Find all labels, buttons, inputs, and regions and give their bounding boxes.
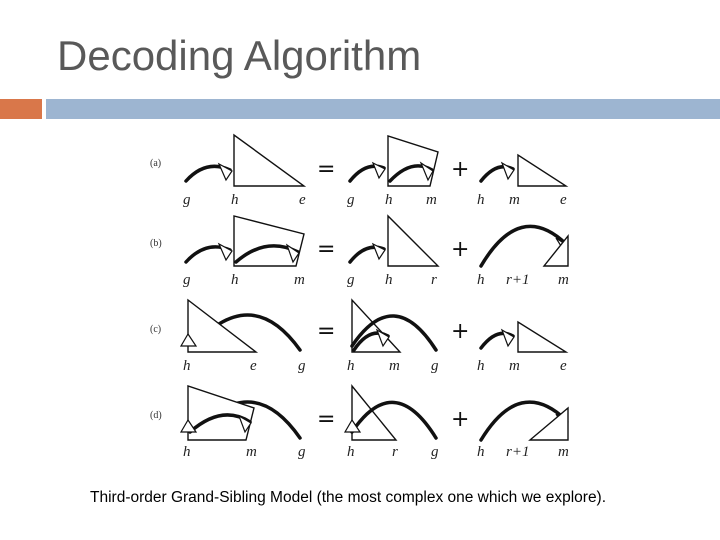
header-band [46,99,720,119]
arrowhead [500,161,515,181]
arc [350,314,438,352]
arc [479,224,568,268]
row-tag: (d) [150,410,162,421]
row-c: (c) h e g = h m g + h m e [150,298,569,374]
arrowhead [375,328,390,348]
node-label: h [477,444,485,460]
triangle-span [528,406,569,441]
node-label: m [558,444,569,460]
node-label: m [294,272,305,288]
node-label: m [558,272,569,288]
node-label: h [477,272,485,288]
node-label: r+1 [506,272,529,288]
arrowhead [343,418,362,433]
node-label: h [231,192,239,208]
trapezoid-span [387,135,439,187]
node-label: e [560,358,567,374]
row-d: (d) h m g = h r g + h r+1 m [150,384,569,460]
trapezoid-span [233,215,305,267]
triangle-span [517,153,569,187]
row-tag: (b) [150,238,162,249]
node-label: g [431,358,439,374]
node-label: m [426,192,437,208]
row-b: (b) g h m = g h r + h r+1 m [150,214,569,288]
node-label: m [509,358,520,374]
triangle-span [233,133,307,187]
arrowhead [371,242,386,261]
node-label: h [385,192,393,208]
node-label: h [385,272,393,288]
plus-sign: + [451,319,469,344]
accent-bar [0,99,42,119]
node-label: g [298,358,306,374]
row-tag: (c) [150,324,161,335]
node-label: g [431,444,439,460]
arrowhead [179,418,198,433]
plus-sign: + [451,237,469,262]
node-label: h [231,272,239,288]
arrowhead [217,162,233,182]
node-label: g [298,444,306,460]
node-label: r [392,444,398,460]
equals-sign: = [317,407,335,432]
figure-caption: Third-order Grand-Sibling Model (the mos… [90,489,607,506]
node-label: m [509,192,520,208]
grand-sibling-diagram: (a) g h e = g h m + h m e (b) g h [150,133,569,460]
plus-sign: + [451,407,469,432]
arrowhead [217,242,233,262]
triangle-span [542,234,569,267]
arrowhead [179,332,198,347]
node-label: e [560,192,567,208]
node-label: m [246,444,257,460]
arrowhead [371,161,386,180]
node-label: r+1 [506,444,529,460]
node-label: h [183,358,191,374]
equals-sign: = [317,237,335,262]
node-label: h [477,358,485,374]
arc [350,400,438,440]
row-a: (a) g h e = g h m + h m e [150,133,569,208]
arrowhead [237,414,252,434]
arrowhead [285,243,300,264]
node-label: g [183,192,191,208]
node-label: h [183,444,191,460]
triangle-span [517,320,569,353]
triangle-span [387,214,440,267]
triangle-span [351,384,398,441]
equals-sign: = [317,319,335,344]
node-label: e [250,358,257,374]
triangle-span [187,298,259,353]
node-label: e [299,192,306,208]
row-tag: (a) [150,158,161,169]
node-label: r [431,272,437,288]
slide-title: Decoding Algorithm [57,32,422,79]
arrowhead [419,161,434,182]
trapezoid-span [187,385,255,441]
plus-sign: + [451,157,469,182]
arrowhead [500,328,515,348]
arc [479,400,568,442]
equals-sign: = [317,157,335,182]
node-label: g [347,272,355,288]
node-label: g [183,272,191,288]
node-label: m [389,358,400,374]
node-label: h [347,444,355,460]
node-label: h [477,192,485,208]
node-label: h [347,358,355,374]
node-label: g [347,192,355,208]
